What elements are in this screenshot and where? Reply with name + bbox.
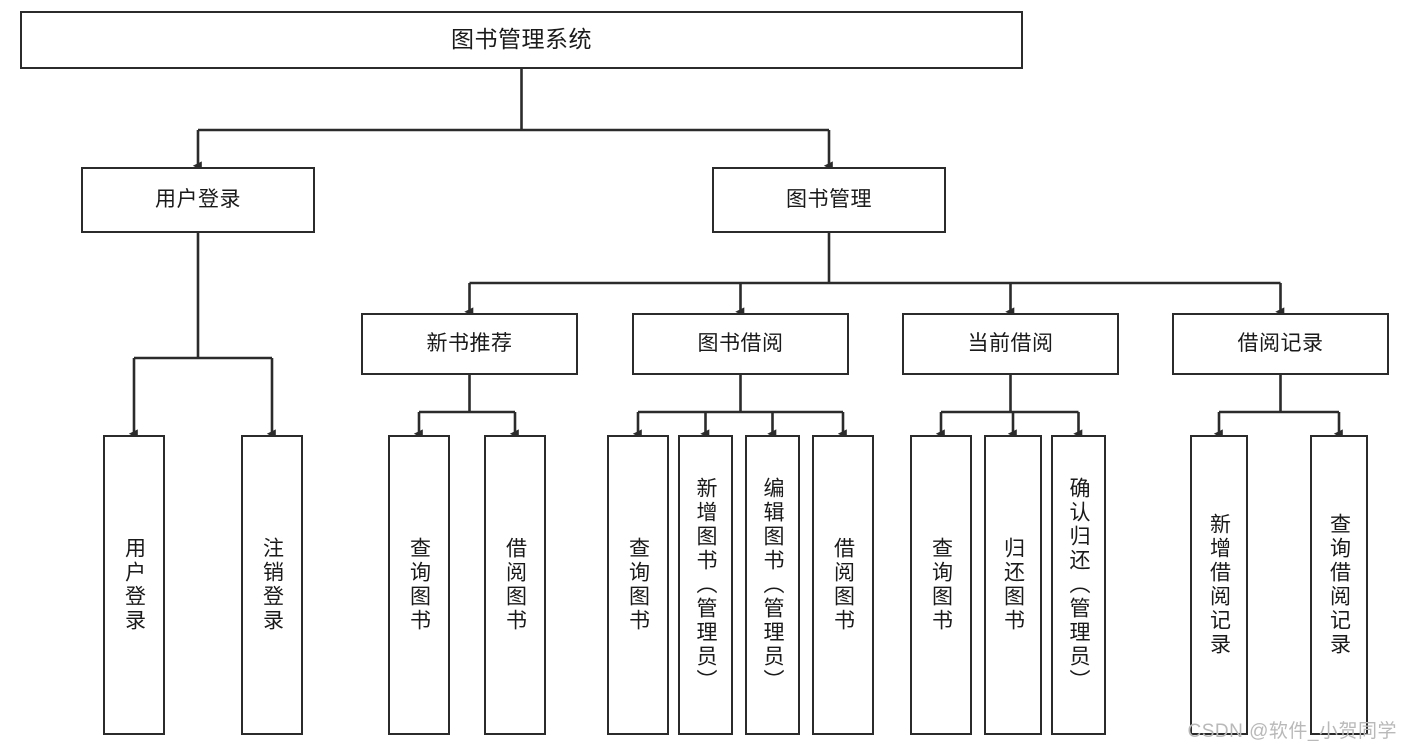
node-leaf-1[interactable]: 用户登录: [103, 435, 165, 735]
node-label: 借阅图书: [503, 537, 527, 633]
node-leaf-5[interactable]: 查询图书: [607, 435, 669, 735]
node-label: 查询图书: [929, 537, 953, 633]
node-label: 图书借阅: [697, 331, 784, 355]
node-label: 确认归还（管理员）: [1067, 477, 1090, 693]
node-label: 注销登录: [260, 537, 284, 633]
node-leaf-12[interactable]: 新增借阅记录: [1190, 435, 1248, 735]
node-lvl3-newrec[interactable]: 新书推荐: [361, 313, 578, 375]
node-lvl3-curr[interactable]: 当前借阅: [902, 313, 1119, 375]
node-label: 新书推荐: [426, 331, 513, 355]
node-lvl2-login[interactable]: 用户登录: [81, 167, 315, 233]
node-leaf-2[interactable]: 注销登录: [241, 435, 303, 735]
node-leaf-3[interactable]: 查询图书: [388, 435, 450, 735]
node-label: 新增借阅记录: [1207, 513, 1231, 657]
node-leaf-6[interactable]: 新增图书（管理员）: [678, 435, 733, 735]
node-leaf-7[interactable]: 编辑图书（管理员）: [745, 435, 800, 735]
node-label: 归还图书: [1001, 537, 1025, 633]
node-label: 查询图书: [407, 537, 431, 633]
node-leaf-10[interactable]: 归还图书: [984, 435, 1042, 735]
node-label: 图书管理系统: [451, 26, 592, 53]
node-leaf-4[interactable]: 借阅图书: [484, 435, 546, 735]
node-label: 当前借阅: [967, 331, 1054, 355]
node-label: 新增图书（管理员）: [694, 477, 717, 693]
node-label: 编辑图书（管理员）: [761, 477, 784, 693]
node-lvl3-hist[interactable]: 借阅记录: [1172, 313, 1389, 375]
node-leaf-8[interactable]: 借阅图书: [812, 435, 874, 735]
node-lvl2-books[interactable]: 图书管理: [712, 167, 946, 233]
node-label: 查询图书: [626, 537, 650, 633]
node-label: 图书管理: [786, 187, 872, 211]
node-label: 借阅图书: [831, 537, 855, 633]
node-label: 用户登录: [155, 187, 241, 211]
node-leaf-9[interactable]: 查询图书: [910, 435, 972, 735]
node-lvl3-borrow[interactable]: 图书借阅: [632, 313, 849, 375]
node-leaf-13[interactable]: 查询借阅记录: [1310, 435, 1368, 735]
node-root[interactable]: 图书管理系统: [20, 11, 1023, 69]
node-label: 查询借阅记录: [1327, 513, 1351, 657]
node-label: 借阅记录: [1237, 331, 1324, 355]
node-leaf-11[interactable]: 确认归还（管理员）: [1051, 435, 1106, 735]
csdn-watermark: CSDN @软件_小贺同学: [1187, 721, 1397, 742]
node-label: 用户登录: [122, 537, 146, 633]
